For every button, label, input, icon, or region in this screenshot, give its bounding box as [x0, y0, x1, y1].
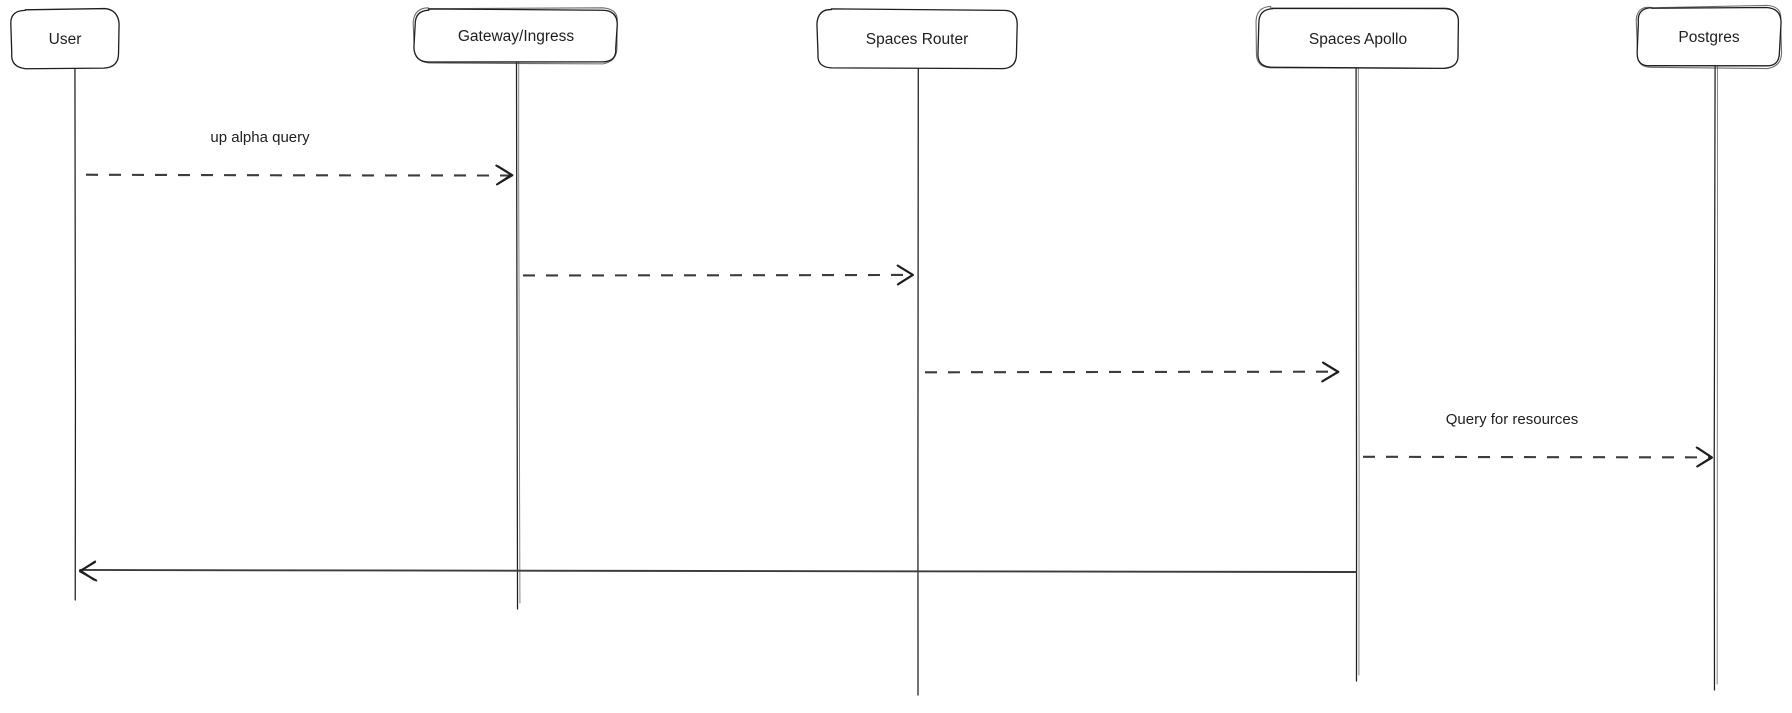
lifelines-layer: [74, 61, 1718, 696]
message-arrowhead-icon-msg-1: [495, 164, 514, 186]
lifeline-postgres: [1713, 65, 1718, 691]
participant-gateway[interactable]: Gateway/Ingress: [412, 7, 618, 65]
participant-box-sketch-outline-postgres: [1635, 4, 1783, 70]
message-line-msg-3: [924, 370, 1339, 374]
participant-box-sketch-outline-gateway: [412, 7, 618, 65]
message-line-msg-5: [79, 569, 1357, 573]
message-label-msg-4: Query for resources: [1446, 411, 1579, 428]
participant-postgres[interactable]: Postgres: [1635, 4, 1783, 70]
message-msg-4[interactable]: Query for resources: [1362, 411, 1714, 468]
participant-label-postgres: Postgres: [1678, 29, 1739, 46]
message-label-msg-1: up alpha query: [210, 129, 310, 146]
participant-router[interactable]: Spaces Router: [816, 8, 1018, 70]
participant-label-user: User: [49, 31, 82, 48]
message-msg-5[interactable]: [78, 560, 1357, 582]
participant-label-apollo: Spaces Apollo: [1309, 31, 1407, 48]
message-line-msg-4: [1362, 455, 1713, 459]
message-arrowhead-icon-msg-5: [78, 560, 98, 582]
message-arrowhead-icon-msg-2: [896, 264, 915, 286]
lifeline-apollo: [1355, 67, 1360, 682]
participant-box-apollo[interactable]: [1257, 7, 1460, 69]
lifeline-gateway: [515, 61, 521, 610]
participant-apollo[interactable]: Spaces Apollo: [1255, 5, 1460, 69]
message-arrowhead-icon-msg-3: [1321, 361, 1340, 383]
participant-box-user[interactable]: [10, 7, 120, 70]
participant-user[interactable]: User: [10, 7, 120, 70]
message-msg-2[interactable]: [522, 264, 915, 286]
message-msg-3[interactable]: [924, 361, 1340, 383]
participant-box-gateway[interactable]: [413, 8, 618, 63]
message-msg-1[interactable]: up alpha query: [85, 129, 514, 186]
participant-box-router[interactable]: [816, 8, 1018, 70]
message-line-msg-1: [85, 173, 513, 177]
message-line-msg-2: [522, 273, 914, 277]
participant-label-gateway: Gateway/Ingress: [458, 28, 575, 45]
message-arrowhead-icon-msg-4: [1695, 446, 1714, 468]
participant-box-postgres[interactable]: [1636, 6, 1782, 67]
participant-label-router: Spaces Router: [866, 31, 969, 48]
participants-layer: User Gateway/Ingress Spaces Router Spaces A…: [10, 4, 1783, 70]
